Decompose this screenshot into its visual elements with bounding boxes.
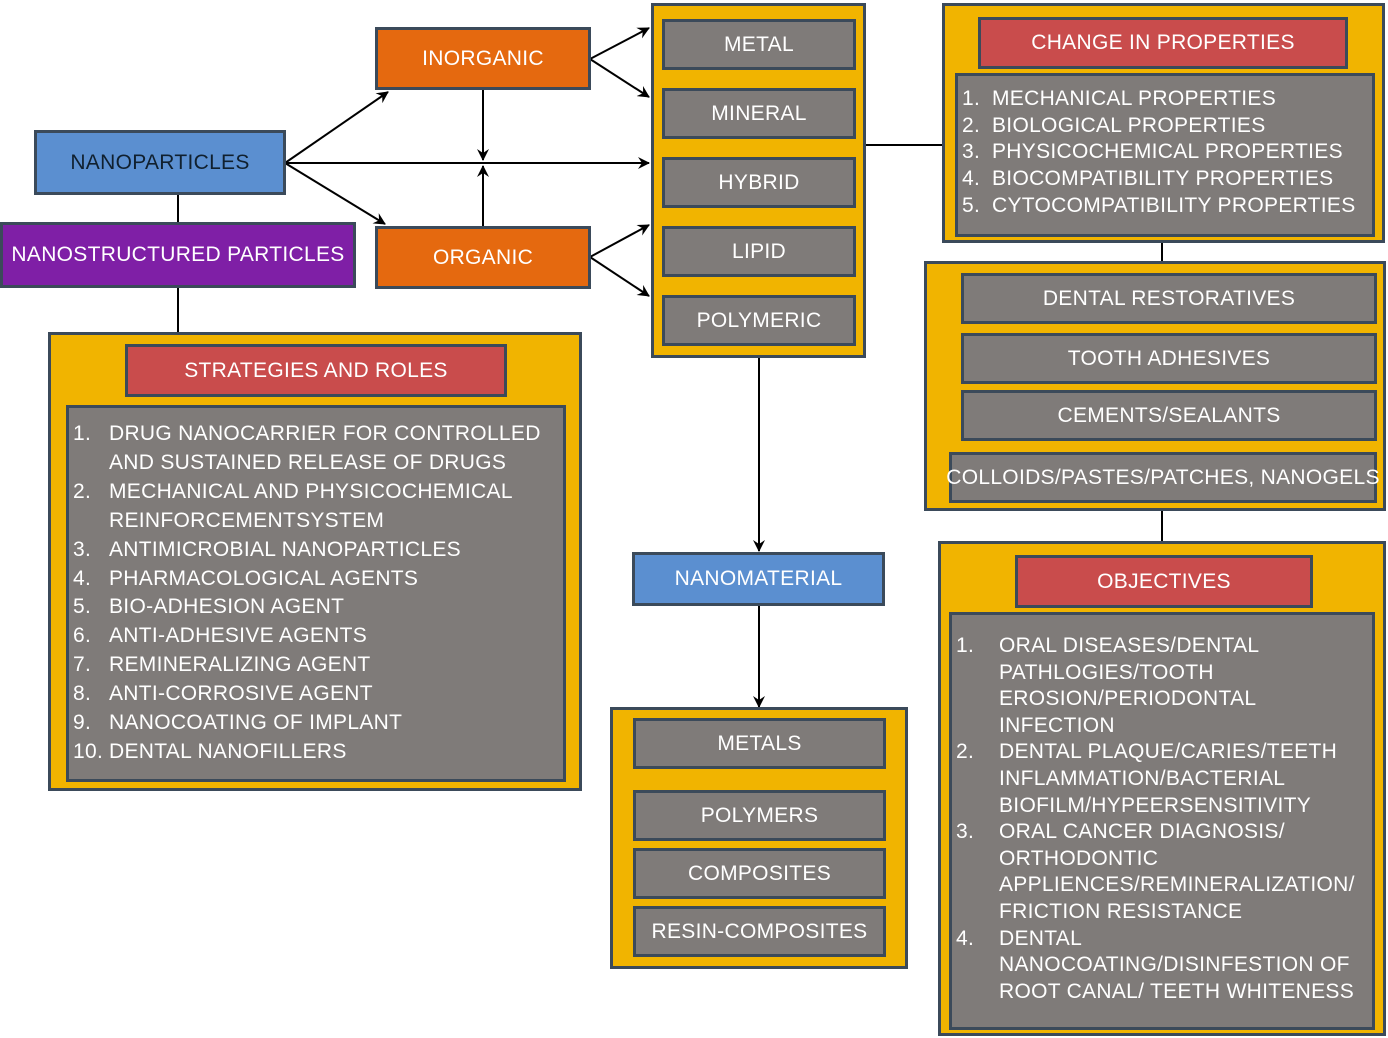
arrow-inorganic-metal bbox=[589, 27, 650, 60]
list-item-text: DENTAL NANOCOATING/DISINFESTION OF ROOT … bbox=[999, 926, 1355, 1003]
list-item-text: PHARMACOLOGICAL AGENTS bbox=[109, 566, 419, 590]
list-item: 2. DENTAL PLAQUE/CARIES/TEETH INFLAMMATIO… bbox=[956, 739, 1372, 819]
nanomaterial-node: NANOMATERIAL bbox=[632, 552, 885, 606]
list-item-text: MECHANICAL AND PHYSICOCHEMICAL REINFORCE… bbox=[109, 479, 513, 532]
list-item-number: 6. bbox=[73, 624, 92, 648]
type-lipid: LIPID bbox=[662, 226, 856, 277]
arrow-nanoparticles-organic bbox=[284, 162, 386, 225]
material-resin-composites: RESIN-COMPOSITES bbox=[633, 906, 886, 957]
nanostructured-particles-node: NANOSTRUCTURED PARTICLES bbox=[0, 222, 356, 288]
list-item-number: 9. bbox=[73, 711, 92, 735]
arrow-organic-lipid bbox=[589, 224, 650, 258]
list-item-text: PHYSICOCHEMICAL PROPERTIES bbox=[992, 140, 1343, 164]
strategies-panel: STRATEGIES AND ROLES 1. DRUG NANOCARRIER … bbox=[48, 332, 582, 791]
material-metals: METALS bbox=[633, 718, 886, 769]
list-item: 7. REMINERALIZING AGENT bbox=[73, 651, 563, 680]
properties-title: CHANGE IN PROPERTIES bbox=[978, 17, 1348, 69]
application-tooth-adhesives: TOOTH ADHESIVES bbox=[961, 333, 1377, 384]
material-polymers: POLYMERS bbox=[633, 790, 886, 841]
list-item-text: ANTI-ADHESIVE AGENTS bbox=[109, 624, 368, 648]
list-item-number: 3. bbox=[962, 140, 981, 164]
list-item-text: MECHANICAL PROPERTIES bbox=[992, 87, 1277, 110]
list-item: 4. PHARMACOLOGICAL AGENTS bbox=[73, 565, 563, 594]
list-item: 2. BIOLOGICAL PROPERTIES bbox=[962, 113, 1372, 140]
list-item-number: 2. bbox=[962, 113, 981, 137]
list-item: 1. DRUG NANOCARRIER FOR CONTROLLED AND SU… bbox=[73, 420, 563, 478]
objectives-title: OBJECTIVES bbox=[1015, 555, 1313, 608]
strategies-list: 1. DRUG NANOCARRIER FOR CONTROLLED AND SU… bbox=[66, 405, 566, 782]
arrow-inorganic-mineral bbox=[589, 58, 650, 98]
list-item-number: 3. bbox=[956, 820, 975, 844]
list-item: 1. MECHANICAL PROPERTIES bbox=[962, 86, 1372, 113]
list-item-text: BIOCOMPATIBILITY PROPERTIES bbox=[992, 167, 1334, 191]
list-item: 9. NANOCOATING OF IMPLANT bbox=[73, 709, 563, 738]
list-item: 4. BIOCOMPATIBILITY PROPERTIES bbox=[962, 166, 1372, 193]
arrow-organic-polymeric bbox=[589, 256, 650, 297]
list-item-text: CYTOCOMPATIBILITY PROPERTIES bbox=[992, 193, 1356, 217]
list-item: 3. ANTIMICROBIAL NANOPARTICLES bbox=[73, 536, 563, 565]
strategies-title: STRATEGIES AND ROLES bbox=[125, 344, 507, 397]
list-item-number: 3. bbox=[73, 537, 92, 561]
list-item-number: 4. bbox=[73, 566, 92, 590]
list-item: 1. ORAL DISEASES/DENTAL PATHLOGIES/TOOTH … bbox=[956, 633, 1372, 739]
list-item-text: NANOCOATING OF IMPLANT bbox=[109, 711, 403, 735]
properties-list: 1. MECHANICAL PROPERTIES 2. BIOLOGICAL PROP… bbox=[955, 73, 1375, 237]
list-item-text: DENTAL NANOFILLERS bbox=[109, 739, 347, 763]
list-item: 5. CYTOCOMPATIBILITY PROPERTIES bbox=[962, 193, 1372, 220]
objectives-panel: OBJECTIVES 1. ORAL DISEASES/DENTAL PATHLO… bbox=[938, 541, 1386, 1036]
objectives-list: 1. ORAL DISEASES/DENTAL PATHLOGIES/TOOTH … bbox=[949, 612, 1375, 1030]
list-item-number: 7. bbox=[73, 653, 92, 677]
list-item: 6. ANTI-ADHESIVE AGENTS bbox=[73, 622, 563, 651]
nanomaterials-panel: METALS POLYMERS COMPOSITES RESIN-COMPOSITES bbox=[610, 707, 908, 969]
list-item: 8. ANTI-CORROSIVE AGENT bbox=[73, 680, 563, 709]
nanoparticle-types-panel: METAL MINERAL HYBRID LIPID POLYMERIC bbox=[651, 3, 866, 358]
material-composites: COMPOSITES bbox=[633, 848, 886, 899]
list-item-number: 2. bbox=[956, 740, 975, 764]
applications-panel: DENTAL RESTORATIVES TOOTH ADHESIVES CEMENT… bbox=[924, 261, 1386, 511]
list-item: 3. ORAL CANCER DIAGNOSIS/ ORTHODONTIC APP… bbox=[956, 819, 1372, 925]
type-hybrid: HYBRID bbox=[662, 157, 856, 208]
inorganic-node: INORGANIC bbox=[375, 27, 591, 90]
list-item-number: 5. bbox=[73, 595, 92, 619]
application-dental-restoratives: DENTAL RESTORATIVES bbox=[961, 273, 1377, 324]
list-item-text: ANTI-CORROSIVE AGENT bbox=[109, 682, 373, 706]
list-item-text: DRUG NANOCARRIER FOR CONTROLLED AND SUST… bbox=[109, 422, 541, 474]
list-item: 2. MECHANICAL AND PHYSICOCHEMICAL REINFOR… bbox=[73, 478, 563, 536]
properties-panel: CHANGE IN PROPERTIES 1. MECHANICAL PROPER… bbox=[942, 3, 1385, 243]
type-metal: METAL bbox=[662, 19, 856, 70]
list-item-number: 4. bbox=[962, 167, 981, 191]
list-item-number: 2. bbox=[73, 479, 92, 503]
list-item: 5. BIO-ADHESION AGENT bbox=[73, 593, 563, 622]
organic-node: ORGANIC bbox=[375, 226, 591, 289]
list-item-text: ORAL CANCER DIAGNOSIS/ ORTHODONTIC APPLI… bbox=[999, 820, 1355, 923]
list-item-text: ANTIMICROBIAL NANOPARTICLES bbox=[109, 537, 461, 561]
list-item-number: 1. bbox=[956, 634, 975, 657]
list-item-text: BIO-ADHESION AGENT bbox=[109, 595, 345, 619]
application-cements-sealants: CEMENTS/SEALANTS bbox=[961, 390, 1377, 441]
list-item-number: 1. bbox=[73, 422, 92, 445]
list-item-text: REMINERALIZING AGENT bbox=[109, 653, 371, 677]
type-polymeric: POLYMERIC bbox=[662, 295, 856, 346]
list-item-number: 5. bbox=[962, 193, 981, 217]
application-colloids-pastes-patches-nanogels: COLLOIDS/PASTES/PATCHES, NANOGELS bbox=[946, 452, 1379, 503]
list-item: 4. DENTAL NANOCOATING/DISINFESTION OF ROO… bbox=[956, 926, 1372, 1006]
list-item-number: 10. bbox=[73, 739, 104, 763]
list-item: 10.DENTAL NANOFILLERS bbox=[73, 738, 563, 767]
list-item-number: 4. bbox=[956, 926, 975, 950]
list-item-text: DENTAL PLAQUE/CARIES/TEETH INFLAMMATION/… bbox=[999, 740, 1338, 817]
list-item: 3. PHYSICOCHEMICAL PROPERTIES bbox=[962, 139, 1372, 166]
list-item-number: 8. bbox=[73, 682, 92, 706]
arrow-nanoparticles-inorganic bbox=[284, 91, 389, 164]
nanoparticles-node: NANOPARTICLES bbox=[34, 130, 286, 195]
list-item-number: 1. bbox=[962, 87, 981, 110]
type-mineral: MINERAL bbox=[662, 88, 856, 139]
list-item-text: ORAL DISEASES/DENTAL PATHLOGIES/TOOTH ER… bbox=[999, 634, 1259, 737]
list-item-text: BIOLOGICAL PROPERTIES bbox=[992, 113, 1266, 137]
